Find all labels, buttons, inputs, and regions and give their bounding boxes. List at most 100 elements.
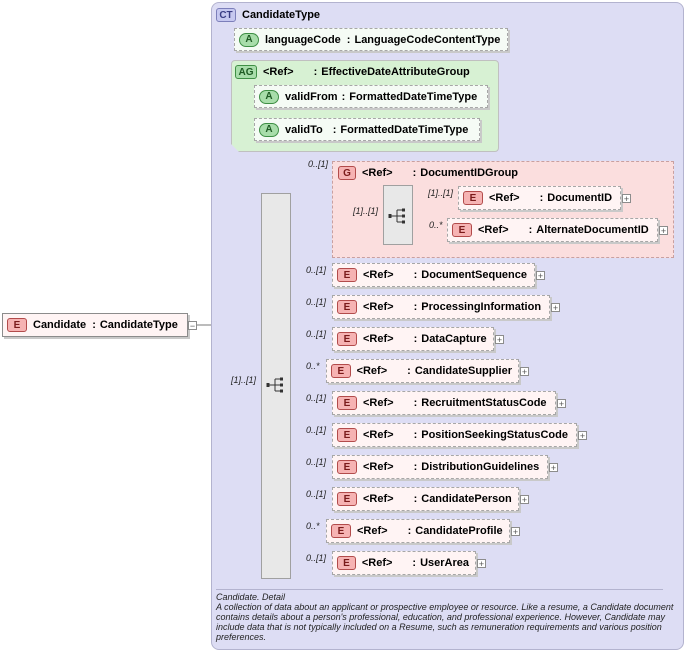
element-name: CandidateProfile (415, 525, 503, 537)
element-badge: E (337, 268, 357, 282)
documentation-text: A collection of data about an applicant … (216, 602, 674, 642)
element-badge: E (331, 364, 351, 378)
attribute-type: LanguageCodeContentType (354, 33, 501, 46)
element-ref: <Ref> (363, 397, 394, 409)
collapse-icon[interactable]: − (188, 320, 197, 331)
expand-icon[interactable]: + (536, 270, 545, 281)
element-badge: E (452, 223, 472, 237)
documentation-title: Candidate. Detail (216, 592, 286, 602)
sequence-multiplicity: [1]..[1] (231, 375, 257, 385)
element-user-area[interactable]: E <Ref> : UserArea (332, 551, 476, 575)
element-ref: <Ref> (363, 493, 394, 505)
attribute-language-code[interactable]: A languageCode : LanguageCodeContentType (234, 28, 508, 51)
expand-icon[interactable]: + (551, 302, 560, 313)
element-badge: E (337, 556, 356, 570)
attribute-name: languageCode (265, 33, 341, 46)
element-ref: <Ref> (478, 224, 509, 236)
expand-icon[interactable]: + (495, 334, 504, 345)
attribute-type: FormattedDateTimeType (349, 90, 478, 103)
element-name: CandidateSupplier (414, 365, 512, 377)
element-name: DocumentID (547, 192, 613, 204)
element-ref: <Ref> (363, 269, 394, 281)
element-ref: <Ref> (363, 429, 394, 441)
element-badge: E (463, 191, 483, 205)
element-ref: <Ref> (361, 557, 393, 569)
attribute-group-type: EffectiveDateAttributeGroup (321, 66, 470, 78)
element-alternate-document-id[interactable]: E <Ref> : AlternateDocumentID (447, 218, 658, 242)
element-badge: E (337, 492, 357, 506)
element-name: UserArea (420, 557, 469, 569)
element-name: CandidatePerson (421, 493, 512, 505)
attribute-group-header[interactable]: AG <Ref> : EffectiveDateAttributeGroup (235, 64, 470, 80)
type-separator: : (413, 333, 418, 345)
element-processing-information[interactable]: E <Ref> : ProcessingInformation (332, 295, 550, 319)
attribute-badge: A (259, 89, 279, 104)
element-multiplicity: 0..* (306, 521, 320, 531)
type-separator: : (413, 397, 418, 409)
element-badge: E (337, 332, 357, 346)
choice-compositor[interactable] (383, 185, 413, 245)
complex-type-header: CT CandidateType (216, 7, 320, 23)
element-ref: <Ref> (363, 301, 394, 313)
element-multiplicity: 0..* (306, 361, 320, 371)
expand-icon[interactable]: + (477, 558, 486, 569)
type-separator: : (412, 557, 417, 569)
element-data-capture[interactable]: E <Ref> : DataCapture (332, 327, 494, 351)
type-separator: : (539, 192, 544, 204)
element-multiplicity: 0..[1] (306, 265, 327, 275)
type-separator: : (407, 525, 412, 537)
documentation-divider (216, 589, 663, 590)
element-multiplicity: 0..[1] (306, 393, 327, 403)
expand-icon[interactable]: + (520, 494, 529, 505)
element-multiplicity: 0..[1] (306, 425, 327, 435)
expand-icon[interactable]: + (622, 193, 631, 204)
element-recruitment-status-code[interactable]: E <Ref> : RecruitmentStatusCode (332, 391, 556, 415)
root-element-candidate[interactable]: E Candidate : CandidateType (2, 313, 188, 337)
element-name: RecruitmentStatusCode (421, 397, 547, 409)
type-separator: : (332, 123, 337, 136)
element-name: DocumentSequence (421, 269, 527, 281)
sequence-compositor[interactable] (261, 193, 291, 579)
element-position-seeking-status-code[interactable]: E <Ref> : PositionSeekingStatusCode (332, 423, 577, 447)
group-document-id-header[interactable]: G <Ref> : DocumentIDGroup (338, 165, 518, 181)
expand-icon[interactable]: + (520, 366, 529, 377)
element-document-id[interactable]: E <Ref> : DocumentID (458, 186, 621, 210)
expand-icon[interactable]: + (549, 462, 558, 473)
attribute-valid-from[interactable]: A validFrom : FormattedDateTimeType (254, 85, 488, 108)
type-separator: : (413, 493, 418, 505)
attribute-group-ref: <Ref> (263, 66, 294, 78)
type-separator: : (407, 365, 411, 377)
attribute-type: FormattedDateTimeType (340, 123, 469, 136)
type-separator: : (413, 461, 418, 473)
type-separator: : (413, 301, 418, 313)
group-badge: G (338, 166, 356, 180)
choice-multiplicity: [1]..[1] (353, 206, 379, 216)
group-ref: <Ref> (362, 167, 393, 179)
type-separator: : (341, 90, 346, 103)
element-name: DataCapture (421, 333, 487, 345)
expand-icon[interactable]: + (578, 430, 587, 441)
attribute-badge: A (239, 32, 259, 47)
element-badge: E (331, 524, 351, 538)
element-multiplicity: 0..[1] (306, 553, 327, 563)
sequence-icon (266, 377, 283, 393)
type-separator: : (412, 167, 417, 179)
element-multiplicity: 0..[1] (306, 329, 327, 339)
expand-icon[interactable]: + (511, 526, 520, 537)
expand-icon[interactable]: + (557, 398, 566, 409)
attribute-valid-to[interactable]: A validTo : FormattedDateTimeType (254, 118, 480, 141)
element-ref: <Ref> (357, 525, 388, 537)
element-candidate-person[interactable]: E <Ref> : CandidatePerson (332, 487, 519, 511)
element-candidate-supplier[interactable]: E <Ref> : CandidateSupplier (326, 359, 519, 383)
expand-icon[interactable]: + (659, 225, 668, 236)
element-distribution-guidelines[interactable]: E <Ref> : DistributionGuidelines (332, 455, 548, 479)
element-candidate-profile[interactable]: E <Ref> : CandidateProfile (326, 519, 510, 543)
group-name: DocumentIDGroup (420, 167, 519, 179)
element-name: AlternateDocumentID (536, 224, 649, 236)
element-badge: E (337, 428, 357, 442)
attribute-name: validFrom (285, 90, 338, 103)
element-document-sequence[interactable]: E <Ref> : DocumentSequence (332, 263, 535, 287)
type-separator: : (346, 33, 351, 46)
complex-type-badge: CT (216, 8, 236, 22)
type-separator: : (92, 319, 96, 331)
